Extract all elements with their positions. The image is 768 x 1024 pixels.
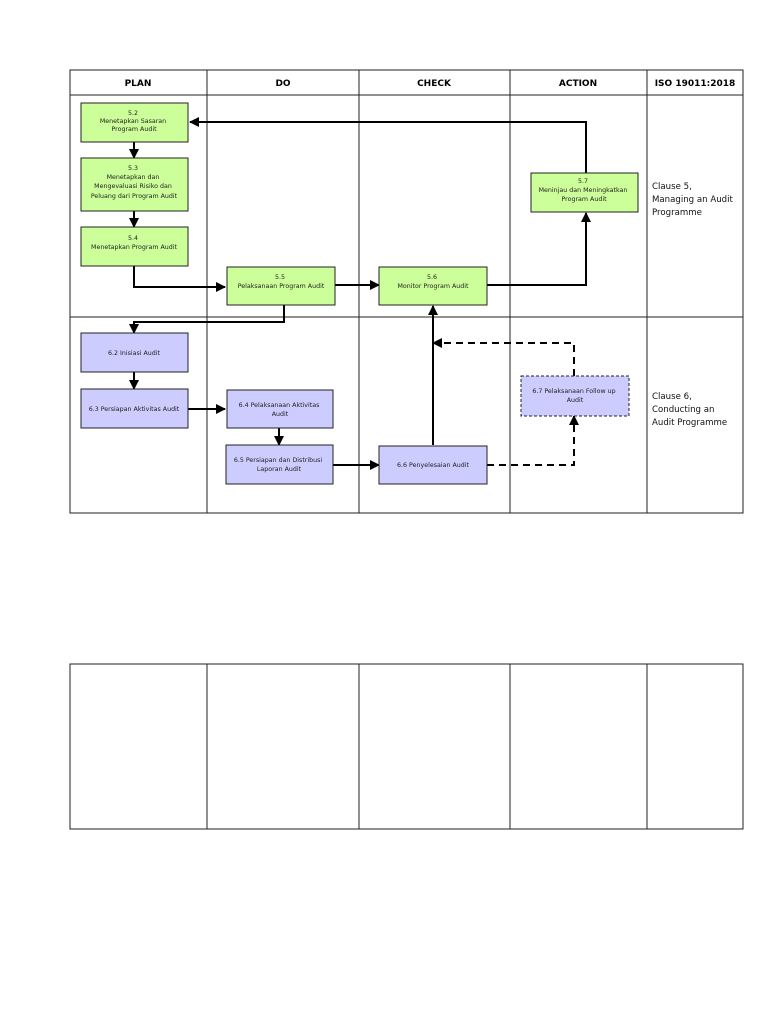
column-headers: PLAN DO CHECK ACTION ISO 19011:2018 — [125, 79, 736, 89]
svg-text:6.2 Inisiasi Audit: 6.2 Inisiasi Audit — [108, 350, 161, 357]
svg-text:5.6 Monitor Program Au: 5.6 Monitor Program Audit — [397, 274, 469, 290]
box-5-2: 5.2 Menetapkan Sasaran Program Audit — [80, 102, 189, 143]
header-check: CHECK — [417, 79, 452, 89]
svg-text:5.5 Pelaksanaan Progra: 5.5 Pelaksanaan Program Audit — [238, 274, 325, 290]
bottom-table — [69, 663, 744, 830]
arrow-57-52 — [189, 117, 587, 173]
box-6-4: 6.4 Pelaksanaan Aktivitas Audit — [226, 389, 334, 429]
svg-text:6.6 Penyelesaian Audit: 6.6 Penyelesaian Audit — [397, 462, 469, 469]
dashed-arrow-67-check — [432, 338, 575, 376]
box-6-6: 6.6 Penyelesaian Audit — [378, 445, 488, 485]
svg-text:5.4 Menetapkan Program: 5.4 Menetapkan Program Audit — [91, 235, 177, 251]
header-plan: PLAN — [125, 79, 152, 89]
box-6-7: 6.7 Pelaksanaan Follow up Audit — [520, 375, 630, 417]
svg-text:6.7 Pelaksanaan Follow up: 6.7 Pelaksanaan Follow up Audit — [532, 388, 617, 404]
box-5-4: 5.4 Menetapkan Program Audit — [80, 226, 189, 267]
arrow-56-57 — [487, 212, 591, 286]
arrow-55-62 — [129, 305, 285, 334]
header-do: DO — [275, 79, 290, 89]
header-action: ACTION — [559, 79, 597, 89]
arrow-54-55 — [133, 266, 226, 292]
table-frame — [69, 69, 744, 514]
bottom-table-frame — [69, 663, 744, 830]
svg-text:5.3 Menetapkan dan: 5.3 Menetapkan dan Mengevaluasi Risiko d… — [91, 165, 178, 200]
clause-6-label: Clause 6, Conducting an Audit Programme — [652, 392, 727, 428]
header-iso: ISO 19011:2018 — [655, 79, 736, 89]
process-boxes: 5.2 Menetapkan Sasaran Program Audit 5.3… — [80, 102, 639, 485]
svg-text:6.5 Persiapan dan Distribusi: 6.5 Persiapan dan Distribusi Laporan Aud… — [234, 457, 324, 473]
box-6-3: 6.3 Persiapan Aktivitas Audit — [80, 388, 189, 429]
svg-text:5.7 Meninjau dan Menin: 5.7 Meninjau dan Meningkatkan Program Au… — [539, 178, 630, 203]
box-5-5: 5.5 Pelaksanaan Program Audit — [226, 266, 336, 306]
clause-5-label: Clause 5, Managing an Audit Programme — [652, 182, 736, 218]
dashed-arrow-66-67 — [487, 415, 579, 466]
box-5-7: 5.7 Meninjau dan Meningkatkan Program Au… — [530, 172, 639, 213]
svg-text:6.4 Pelaksanaan Aktivitas: 6.4 Pelaksanaan Aktivitas Audit — [239, 402, 322, 418]
svg-text:5.2 Menetapkan Sasaran: 5.2 Menetapkan Sasaran Program Audit — [100, 110, 168, 133]
box-5-3: 5.3 Menetapkan dan Mengevaluasi Risiko d… — [80, 157, 189, 212]
box-5-6: 5.6 Monitor Program Audit — [378, 266, 488, 306]
top-table — [69, 69, 744, 514]
box-6-5: 6.5 Persiapan dan Distribusi Laporan Aud… — [225, 444, 334, 485]
svg-text:6.3 Persiapan Aktivitas Audit: 6.3 Persiapan Aktivitas Audit — [89, 406, 180, 413]
connectors — [129, 117, 591, 470]
box-6-2: 6.2 Inisiasi Audit — [80, 332, 189, 373]
